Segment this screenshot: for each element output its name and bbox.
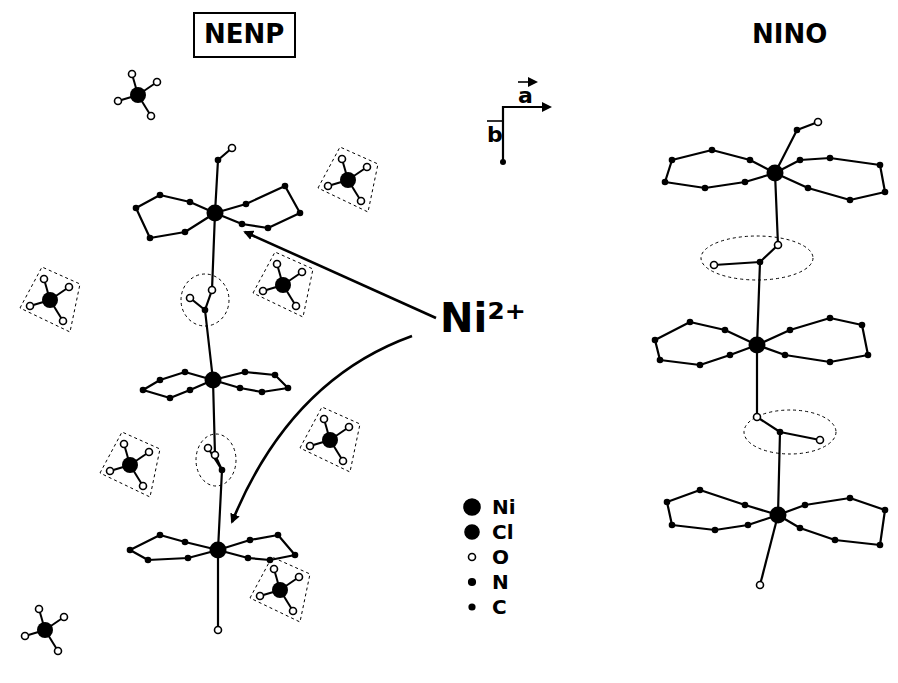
legend-item: Ni <box>462 496 516 518</box>
legend-item: N <box>462 571 509 593</box>
title-box: NENP <box>193 12 296 58</box>
legend-item: Cl <box>462 521 514 543</box>
legend-item: O <box>462 546 509 568</box>
legend-symbol <box>462 522 482 542</box>
legend-item: C <box>462 596 507 618</box>
legend-text: C <box>492 596 507 618</box>
structure-name: NINO <box>752 20 827 49</box>
ion-label: Ni²⁺ <box>440 296 526 340</box>
legend-text: Ni <box>492 496 516 518</box>
legend-text: N <box>492 571 509 593</box>
axis-label: b <box>487 123 503 147</box>
legend-text: O <box>492 546 509 568</box>
legend-symbol <box>462 572 482 592</box>
legend-symbol <box>462 597 482 617</box>
legend-symbol <box>462 497 482 517</box>
axis-label: a <box>518 84 533 108</box>
legend-symbol <box>462 547 482 567</box>
title-text: NENP <box>204 20 285 50</box>
legend-text: Cl <box>492 521 514 543</box>
